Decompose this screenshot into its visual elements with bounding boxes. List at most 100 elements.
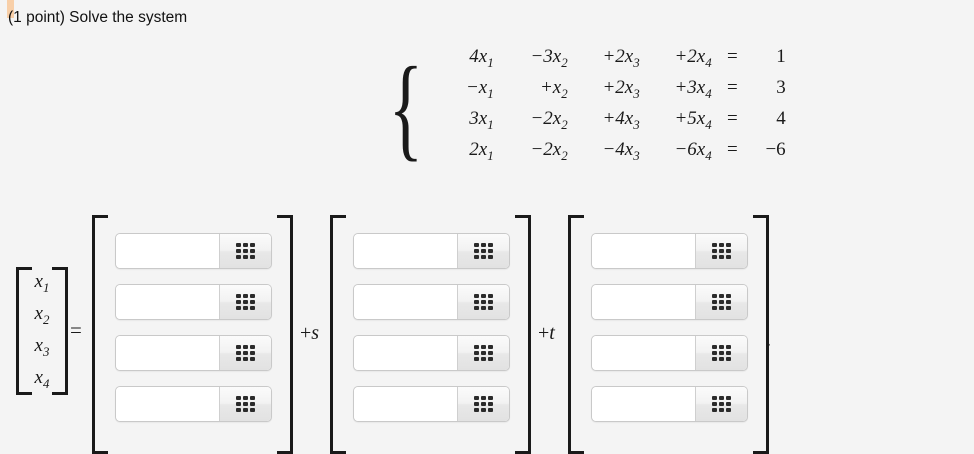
equation-term-x1: −x1 [465,77,494,101]
equation-rhs: 1 [776,46,786,67]
bracket-left [568,215,584,454]
answer-field-row[interactable] [115,335,272,371]
keypad-button[interactable] [457,285,509,319]
equation-term-x2: +x2 [539,77,568,101]
equation-rhs: 3 [776,77,786,98]
keypad-button[interactable] [219,285,271,319]
grid-3x3-icon [712,396,731,412]
answer-input[interactable] [116,234,219,268]
unknown-vector-entries: x1 x2 x3 x4 [29,267,55,395]
answer-field-row[interactable] [591,284,748,320]
unknown-vector: x1 x2 x3 x4 [16,267,68,395]
answer-field-row[interactable] [353,335,510,371]
equation-term-x4: +2x4 [674,46,712,70]
scalar-label-s: +s [300,322,319,345]
keypad-button[interactable] [457,234,509,268]
equation-rhs: 4 [776,108,786,129]
keypad-button[interactable] [695,285,747,319]
grid-3x3-icon [236,243,255,259]
equation-term-x1: 3x1 [469,108,494,132]
equation-term-x2: −2x2 [530,139,568,163]
keypad-button[interactable] [219,336,271,370]
answer-field-row[interactable] [353,284,510,320]
answer-field-row[interactable] [115,284,272,320]
answer-input[interactable] [116,285,219,319]
grid-3x3-icon [712,243,731,259]
answer-field-row[interactable] [591,233,748,269]
equation-row: 4x1 −3x2 +2x3 +2x4 = 1 [440,46,786,77]
answer-input[interactable] [354,336,457,370]
equation-equals: = [726,108,738,129]
keypad-button[interactable] [695,336,747,370]
equation-term-x3: −4x3 [602,139,640,163]
bracket-left [92,215,108,454]
answer-input[interactable] [592,234,695,268]
system-left-brace: { [388,44,424,172]
answer-input[interactable] [592,336,695,370]
t-vector-matrix [568,215,769,454]
scalar-var-t: t [549,322,555,344]
equation-row: −x1 +x2 +2x3 +3x4 = 3 [440,77,786,108]
answer-field-row[interactable] [115,233,272,269]
grid-3x3-icon [236,294,255,310]
answer-field-row[interactable] [353,386,510,422]
equation-term-x1: 2x1 [469,139,494,163]
bracket-right [753,215,769,454]
equation-term-x3: +2x3 [602,77,640,101]
bracket-left [16,267,32,395]
question-prompt: (1 point) Solve the system [8,9,188,26]
equation-term-x3: +4x3 [602,108,640,132]
answer-field-row[interactable] [353,233,510,269]
answer-input[interactable] [592,285,695,319]
keypad-button[interactable] [457,336,509,370]
keypad-button[interactable] [695,234,747,268]
unknown-entry-x2: x2 [34,302,50,327]
scalar-var-s: s [311,322,320,344]
answer-field-row[interactable] [591,386,748,422]
answer-input[interactable] [116,387,219,421]
text-cursor-highlight [7,0,14,18]
equation-equals: = [726,139,738,160]
scalar-plus-s: + [300,322,312,344]
answer-input[interactable] [354,234,457,268]
keypad-button[interactable] [219,234,271,268]
equation-term-x2: −3x2 [530,46,568,70]
grid-3x3-icon [474,396,493,412]
answer-input[interactable] [354,387,457,421]
answer-field-row[interactable] [115,386,272,422]
equation-term-x3: +2x3 [602,46,640,70]
grid-3x3-icon [712,294,731,310]
bracket-left [330,215,346,454]
scalar-label-t: +t [538,322,555,345]
unknown-entry-x1: x1 [34,270,50,295]
unknown-entry-x4: x4 [34,366,50,391]
grid-3x3-icon [474,243,493,259]
equation-row: 3x1 −2x2 +4x3 +5x4 = 4 [440,108,786,139]
grid-3x3-icon [474,294,493,310]
scalar-plus-t: + [538,322,550,344]
equation-rows: 4x1 −3x2 +2x3 +2x4 = 1 −x1 +x2 +2x3 +3x4… [430,44,786,172]
answer-field-row[interactable] [591,335,748,371]
equation-term-x4: +3x4 [674,77,712,101]
grid-3x3-icon [474,345,493,361]
t-vector-fields [591,233,748,422]
solution-equals-sign: = [70,318,82,342]
equation-rhs: −6 [765,139,786,160]
keypad-button[interactable] [219,387,271,421]
equation-term-x4: −6x4 [674,139,712,163]
equation-row: 2x1 −2x2 −4x3 −6x4 = −6 [440,139,786,170]
keypad-button[interactable] [457,387,509,421]
answer-input[interactable] [116,336,219,370]
equation-term-x4: +5x4 [674,108,712,132]
equation-system: { 4x1 −3x2 +2x3 +2x4 = 1 −x1 +x2 +2x3 +3… [378,44,786,172]
answer-input[interactable] [354,285,457,319]
s-vector-matrix [330,215,531,454]
equation-equals: = [726,77,738,98]
keypad-button[interactable] [695,387,747,421]
answer-input[interactable] [592,387,695,421]
grid-3x3-icon [236,345,255,361]
particular-vector-matrix [92,215,293,454]
bracket-right [52,267,68,395]
bracket-right [515,215,531,454]
equation-term-x1: 4x1 [469,46,494,70]
